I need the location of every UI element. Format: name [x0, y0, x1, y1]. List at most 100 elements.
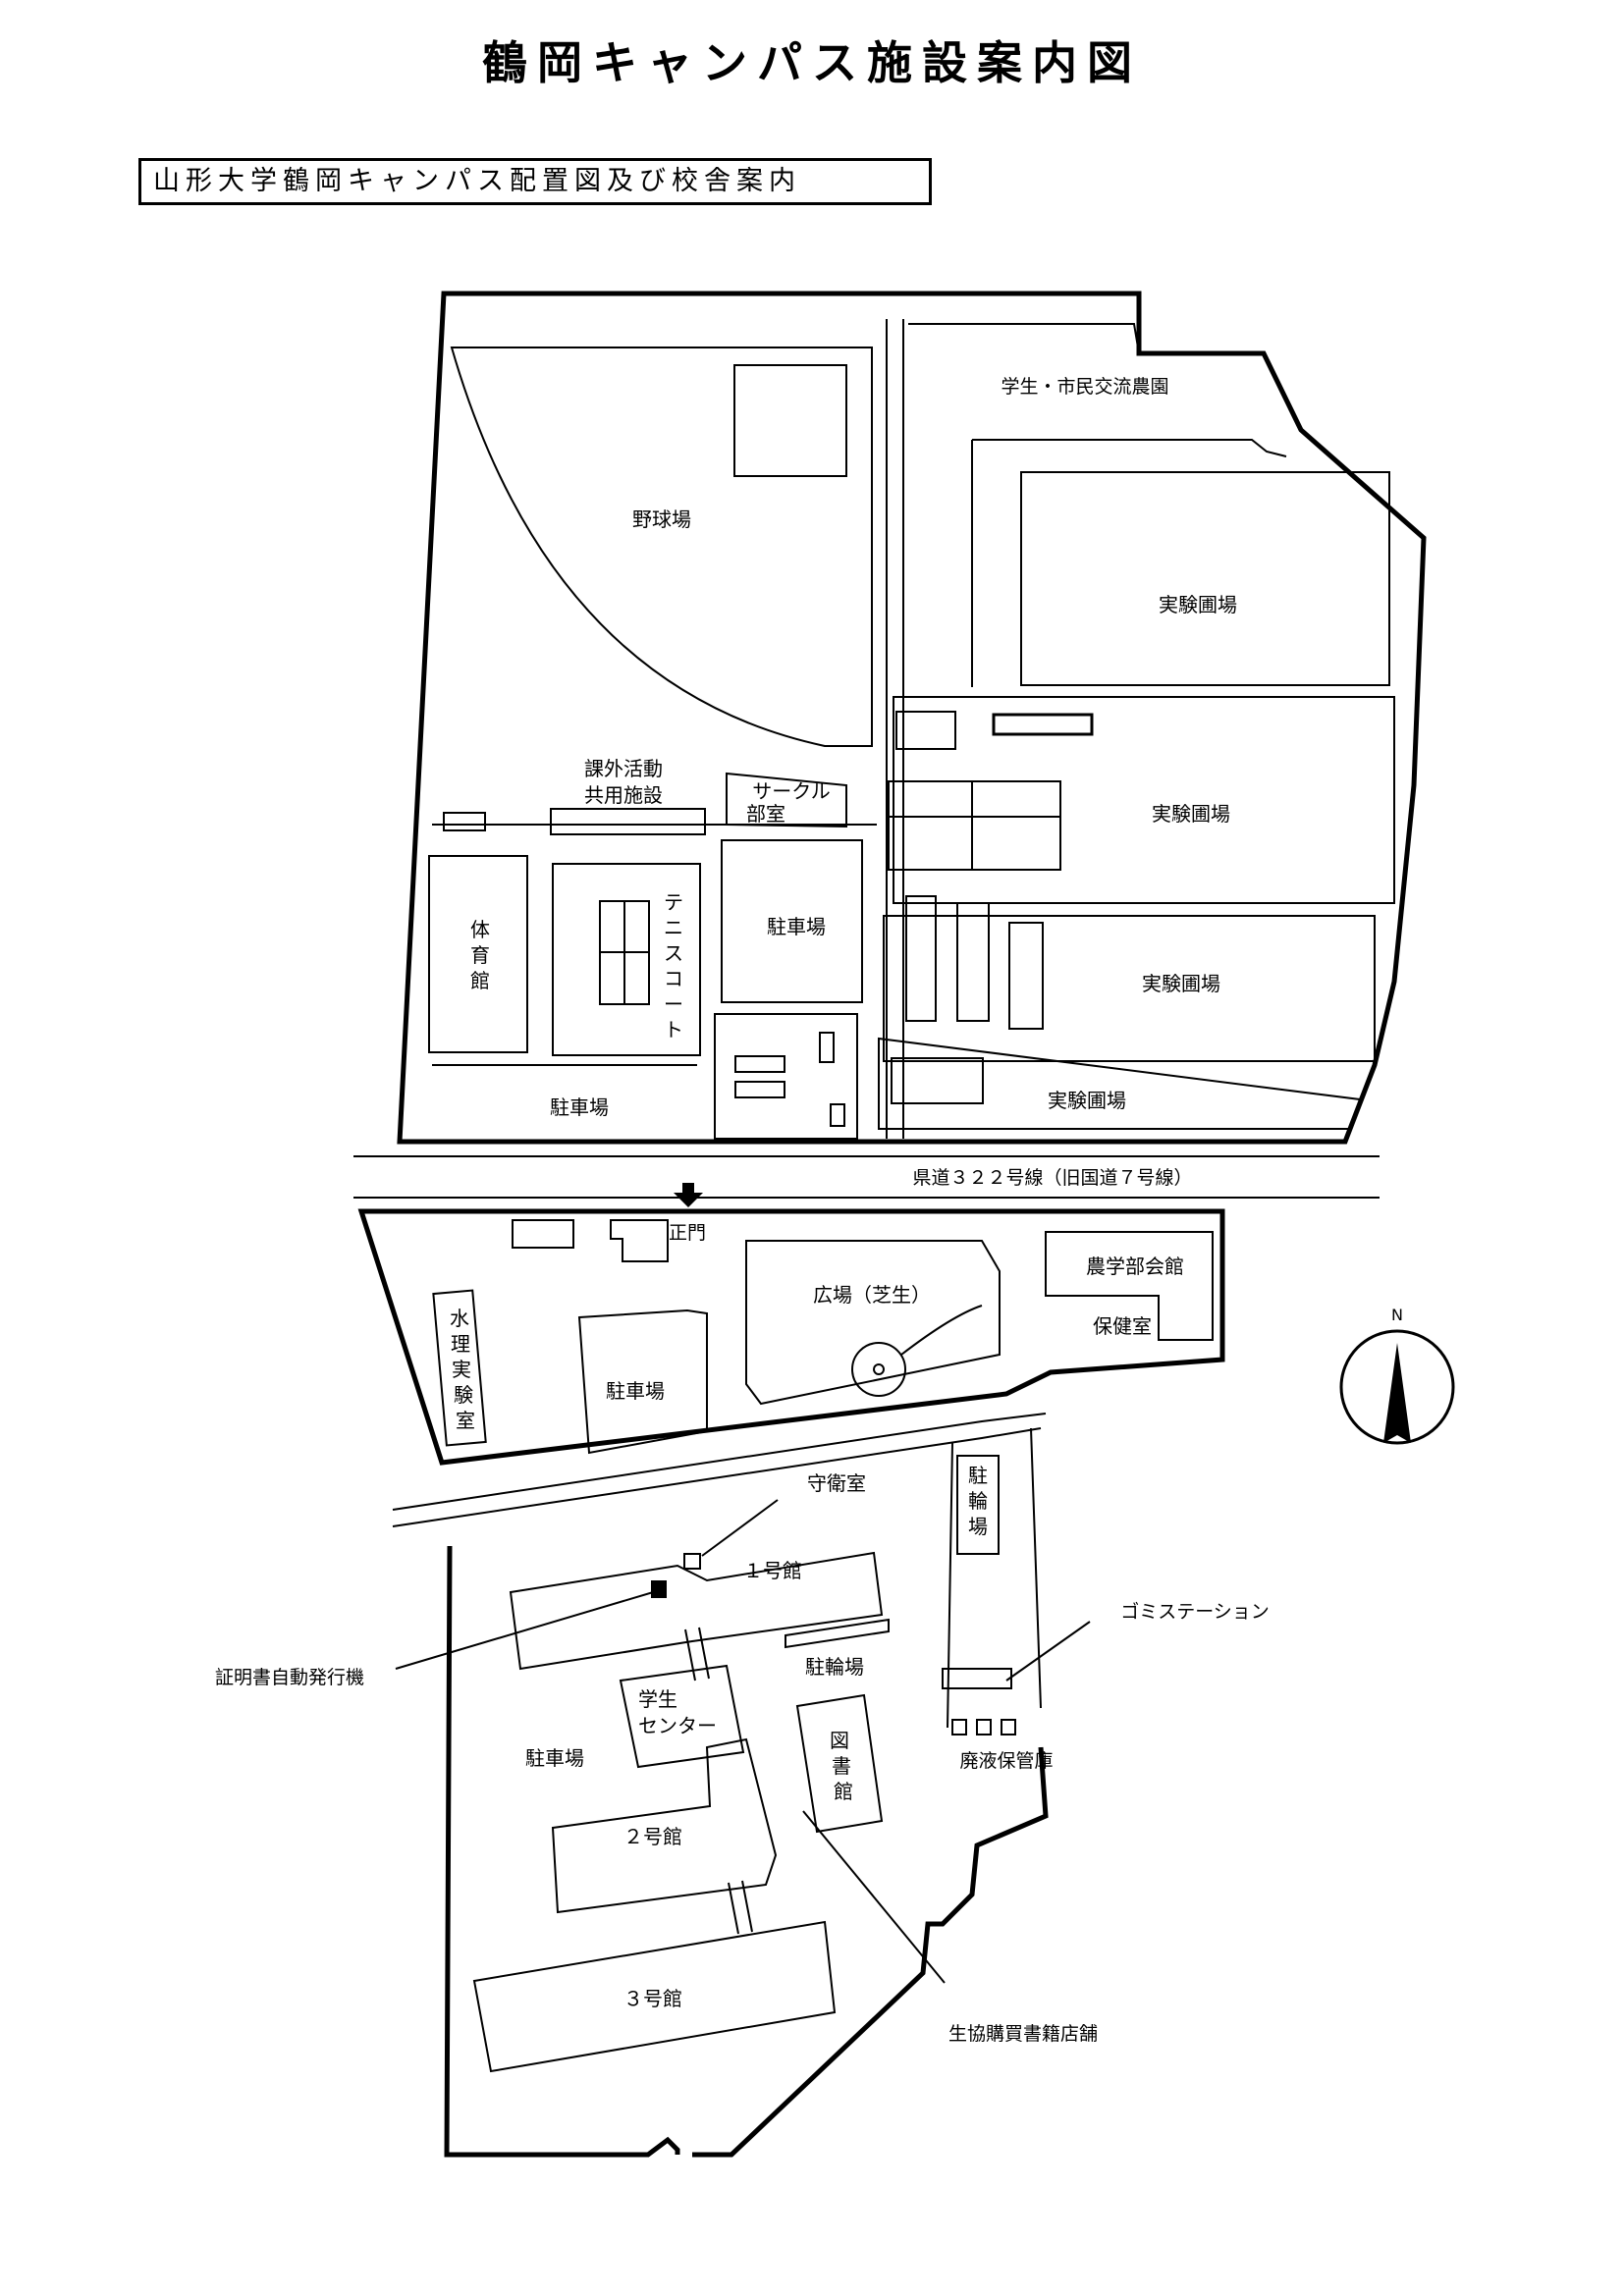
plaza-label: 広場（芝生）: [813, 1283, 931, 1307]
cert-machine-label: 証明書自動発行機: [215, 1667, 364, 1688]
waste-tank-1: [951, 1719, 967, 1735]
waste-tank-3: [1001, 1719, 1016, 1735]
svg-text:ー: ー: [664, 992, 683, 1016]
gate-building-1: [512, 1219, 574, 1249]
circle-room-label-line1: サークル: [752, 779, 830, 803]
svg-text:駐: 駐: [968, 1464, 988, 1487]
svg-text:書: 書: [832, 1754, 851, 1778]
waste-tank-2: [976, 1719, 992, 1735]
building-1-label: １号館: [743, 1559, 802, 1582]
guard-room-label: 守衛室: [807, 1471, 866, 1495]
exp-field-4-label: 実験圃場: [1048, 1089, 1126, 1112]
hydro-lab-label: 水 理 実 験 室: [450, 1307, 475, 1432]
bike-parking-east: [956, 1455, 1000, 1555]
extracurricular-label-line2: 共用施設: [584, 783, 663, 807]
main-gate-arrow: [674, 1183, 703, 1207]
parking-south-center-label: 駐車場: [606, 1379, 665, 1403]
north-arrow-icon: [1383, 1343, 1411, 1443]
small-shed-4: [830, 1103, 845, 1127]
parking-south-center-area: [577, 1308, 708, 1455]
tennis-court-area: [552, 863, 701, 1056]
svg-text:コ: コ: [664, 967, 683, 990]
shed-north: [895, 711, 956, 750]
svg-text:図: 図: [830, 1729, 849, 1752]
plaza-path: [900, 1305, 983, 1356]
baseball-label: 野球場: [632, 507, 691, 531]
farm-outer-line: [908, 323, 1140, 354]
exp-field-4-area: [878, 1037, 1362, 1130]
garbage-station-building: [942, 1668, 1012, 1689]
agri-hall-label: 農学部会館: [1086, 1255, 1184, 1278]
extracurricular-building: [550, 808, 706, 835]
exp-field-2-label: 実験圃場: [1152, 802, 1230, 826]
parking-north-center-label: 駐車場: [767, 915, 826, 938]
tennis-court-label: テ ニ ス コ ー ト: [664, 890, 683, 1041]
bike-parking-center-label: 駐輪場: [805, 1655, 864, 1679]
north-campus-boundary: [397, 291, 1427, 1145]
svg-text:験: 験: [454, 1383, 473, 1407]
east-road: [947, 1427, 1042, 1729]
garbage-station-label: ゴミステーション: [1120, 1601, 1270, 1623]
svg-text:ス: ス: [664, 941, 683, 965]
student-center-label-line2: センター: [638, 1714, 717, 1737]
gym-label: 体 育 館: [470, 918, 490, 992]
greenhouse-1: [905, 895, 937, 1022]
south-campus-boundary-lower: [444, 1545, 1049, 2158]
corridor-1-2: [684, 1627, 710, 1682]
parking-north-south-area: [714, 1013, 858, 1140]
exp-field-1-label: 実験圃場: [1159, 593, 1237, 616]
building-2-label: ２号館: [623, 1825, 682, 1848]
exp-field-2-area: [893, 696, 1395, 904]
north-arrow: [1339, 1329, 1455, 1445]
svg-text:輪: 輪: [968, 1489, 988, 1513]
bike-parking-east-label: 駐 輪 場: [968, 1464, 988, 1538]
svg-text:室: 室: [456, 1409, 475, 1432]
coop-store-label: 生協購買書籍店舗: [948, 2023, 1098, 2045]
exp-field-3-area: [883, 915, 1376, 1062]
svg-text:館: 館: [470, 969, 490, 992]
road-label: 県道３２２号線（旧国道７号線）: [912, 1167, 1192, 1189]
building-3: [472, 1920, 837, 2073]
building-2: [551, 1737, 778, 1914]
svg-text:テ: テ: [664, 890, 683, 914]
circle-room-building: [726, 772, 847, 828]
student-center-building: [619, 1664, 745, 1769]
greenhouse: [992, 713, 1094, 736]
svg-text:育: 育: [470, 943, 490, 967]
map-subtitle: 山形大学鶴岡キャンパス配置図及び校舎案内: [138, 158, 932, 205]
circle-room-label-line2: 部室: [746, 802, 785, 826]
greenhouse-2: [956, 902, 990, 1022]
community-farm-area: [971, 439, 1287, 687]
cert-machine-pointer: [395, 1589, 661, 1670]
parking-north-south-label: 駐車場: [550, 1095, 609, 1119]
building-3-label: ３号館: [623, 1987, 682, 2010]
plaza-fountain: [851, 1342, 906, 1397]
parking-south-west-label: 駐車場: [525, 1746, 584, 1770]
cert-machine-marker: [651, 1580, 667, 1598]
svg-text:体: 体: [470, 918, 490, 941]
campus-internal-road: [392, 1413, 1047, 1527]
exp-field-3-label: 実験圃場: [1142, 972, 1220, 995]
corridor-2-3: [728, 1880, 753, 1935]
exp-field-1-area: [1020, 471, 1390, 686]
south-campus: [357, 1208, 1225, 2158]
south-campus-boundary: [357, 1208, 1225, 1466]
page-title: 鶴岡キャンパス施設案内図: [482, 36, 1142, 89]
plaza-area: [745, 1240, 1001, 1406]
north-campus: [397, 291, 1427, 1145]
north-label: N: [1391, 1306, 1403, 1324]
agri-hall-building: [1045, 1231, 1214, 1341]
small-building: [443, 812, 486, 831]
guard-room-pointer: [701, 1499, 779, 1557]
svg-text:館: 館: [834, 1780, 853, 1803]
waste-storage-label: 廃液保管庫: [959, 1750, 1053, 1772]
main-gate-label: 正門: [669, 1222, 706, 1244]
shed-grid: [888, 780, 1061, 871]
svg-text:ト: ト: [664, 1018, 683, 1041]
plaza-fountain-center: [873, 1363, 885, 1375]
health-room-label: 保健室: [1093, 1314, 1152, 1338]
community-farm-label: 学生・市民交流農園: [1001, 376, 1168, 398]
parking-north-center-area: [721, 839, 863, 1003]
hydro-lab-building: [432, 1289, 487, 1447]
